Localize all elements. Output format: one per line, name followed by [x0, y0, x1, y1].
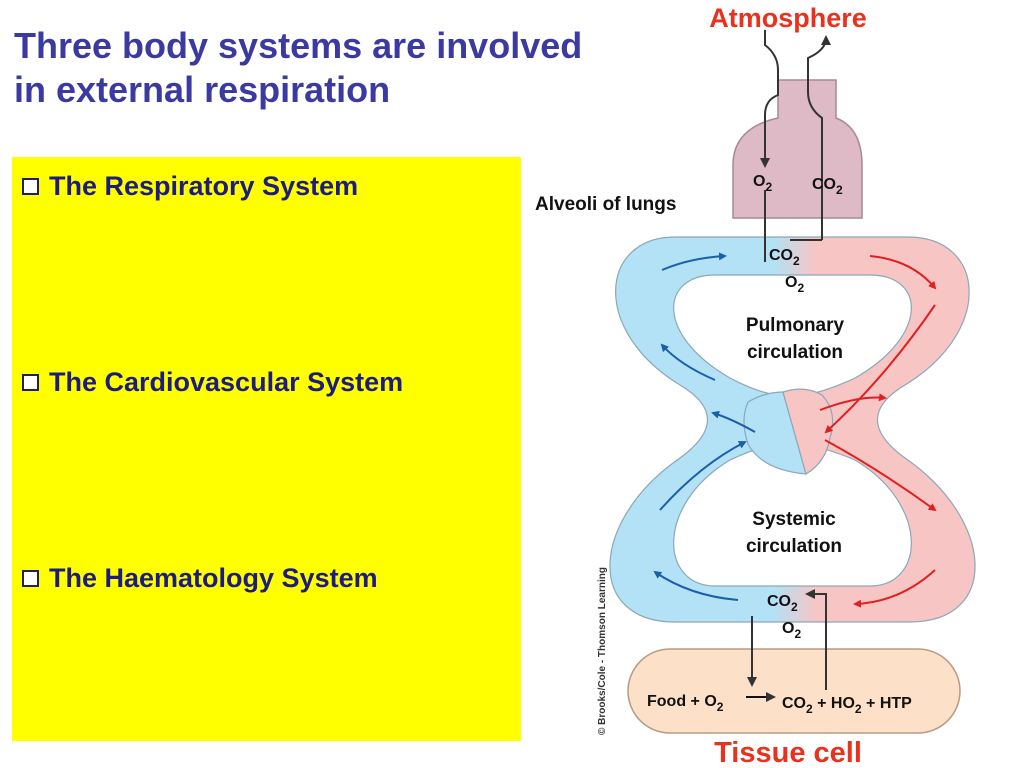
- top-o2-label: O2: [753, 173, 772, 194]
- top-co2-label: CO2: [812, 176, 843, 197]
- flow-arrow-bottom-red: [853, 569, 936, 608]
- flow-arrow-right-red: [819, 393, 887, 411]
- flow-arrow-left-up-blue: [660, 343, 716, 381]
- pulmonary-co2-label: CO2: [769, 247, 800, 268]
- o2-subscript: 2: [717, 700, 724, 714]
- co2-text: CO: [782, 695, 806, 712]
- slide-title-line-2: in external respiration: [14, 69, 391, 110]
- equation-left: Food + O2: [647, 693, 724, 714]
- slide-title-line-1: Three body systems are involved: [14, 25, 583, 66]
- vessel-outline: [609, 236, 976, 623]
- co2-subscript: 2: [791, 600, 798, 614]
- systemic-o2-label: O2: [782, 620, 801, 641]
- flow-arrow-left-down-blue: [659, 441, 747, 511]
- bullet-haematology-system: The Haematology System: [22, 563, 378, 594]
- tissue-cell-shape: [627, 648, 961, 734]
- o2-text: O: [753, 173, 765, 190]
- ho-text: + HO: [813, 695, 855, 712]
- alveoli-label: Alveoli of lungs: [535, 194, 676, 215]
- checkbox-bullet-icon: [22, 178, 39, 195]
- co2-subscript: 2: [806, 702, 813, 716]
- co2-subscript: 2: [836, 183, 843, 197]
- flow-arrow-bottom-blue: [653, 570, 739, 601]
- pulmonary-capillary-gradient: [705, 237, 885, 275]
- co2-text: CO: [767, 593, 791, 610]
- pulmonary-o2-label: O2: [785, 274, 804, 295]
- alveoli-flask-shape: [732, 79, 863, 219]
- bullet-panel: The Respiratory System The Cardiovascula…: [12, 157, 521, 741]
- systemic-label-line-1: Systemic: [752, 509, 836, 530]
- co2-from-tissue-line: [805, 589, 827, 690]
- bullet-cardiovascular-system: The Cardiovascular System: [22, 367, 403, 398]
- o2-text: O: [785, 274, 797, 291]
- pulmonary-label-line-1: Pulmonary: [746, 315, 845, 336]
- co2-outflow-arrow: [807, 35, 831, 240]
- o2-inflow-arrow: [760, 30, 779, 168]
- systemic-co2-label: CO2: [767, 593, 798, 614]
- bullet-label: The Respiratory System: [49, 171, 359, 201]
- co2-text: CO: [769, 247, 793, 264]
- htp-text: + HTP: [862, 695, 913, 712]
- copyright-credit: © Brooks/Cole - Thomson Learning: [597, 567, 608, 735]
- co2-text: CO: [812, 176, 836, 193]
- slide-title: Three body systems are involved in exter…: [14, 24, 674, 112]
- food-o2-text: Food + O: [647, 693, 717, 710]
- o2-subscript: 2: [794, 627, 801, 641]
- flow-arrow-heart-blue: [711, 410, 756, 433]
- co2-subscript: 2: [793, 254, 800, 268]
- systemic-label-line-2: circulation: [746, 536, 842, 557]
- equation-right: CO2 + HO2 + HTP: [782, 695, 912, 716]
- bullet-label: The Haematology System: [49, 563, 378, 593]
- atmosphere-label: Atmosphere: [709, 3, 867, 33]
- flow-arrow-heart-red: [824, 439, 937, 512]
- flow-arrow-top-red: [869, 255, 937, 290]
- ho-subscript: 2: [855, 702, 862, 716]
- checkbox-bullet-icon: [22, 570, 39, 587]
- bullet-label: The Cardiovascular System: [49, 367, 404, 397]
- o2-subscript: 2: [797, 281, 804, 295]
- checkbox-bullet-icon: [22, 374, 39, 391]
- o2-text: O: [782, 620, 794, 637]
- bullet-respiratory-system: The Respiratory System: [22, 171, 358, 202]
- flow-arrow-top-blue: [661, 252, 727, 271]
- o2-subscript: 2: [765, 180, 772, 194]
- flow-arrow-right-down-red: [824, 304, 936, 434]
- tissue-cell-label: Tissue cell: [714, 737, 862, 768]
- pulmonary-label-line-2: circulation: [747, 342, 843, 363]
